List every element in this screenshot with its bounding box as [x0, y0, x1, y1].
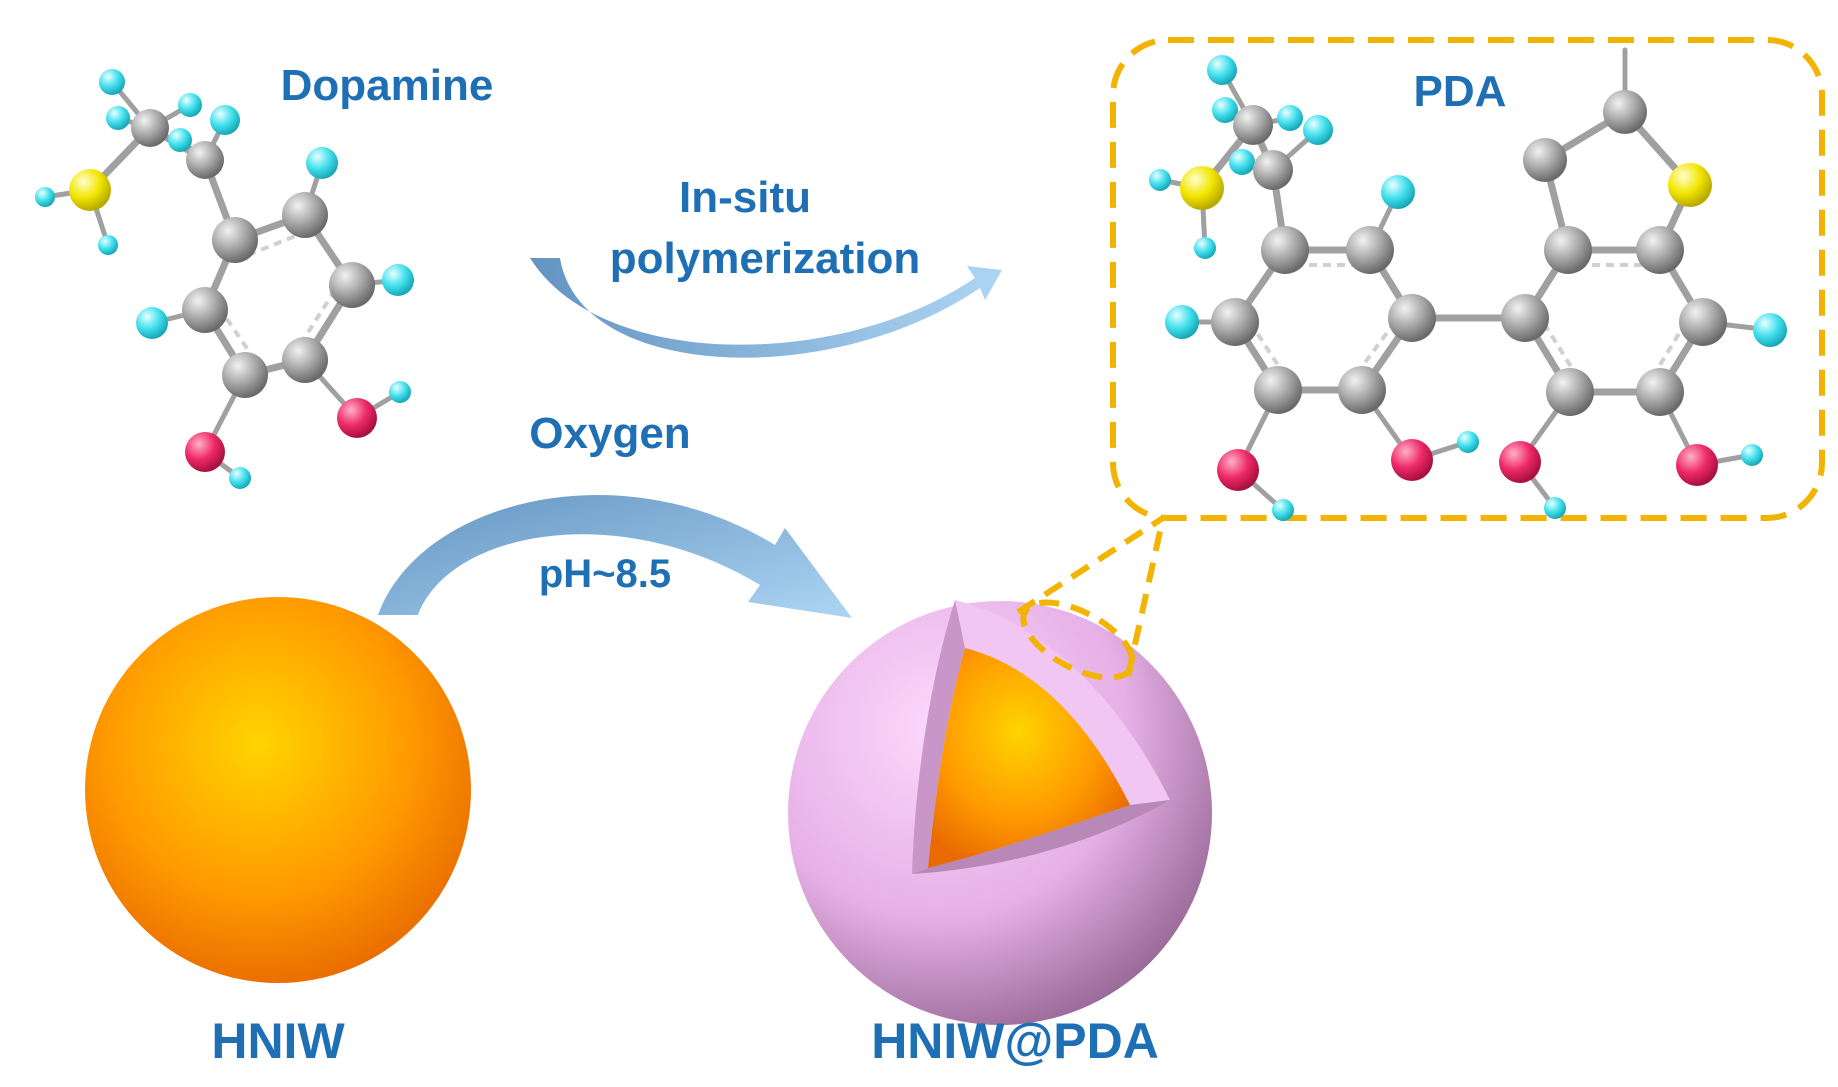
pda-label: PDA: [1414, 67, 1507, 116]
hniw-core-exposed: [928, 648, 1130, 868]
pda-molecule: [1149, 47, 1787, 521]
pda-zoom-box: [1110, 37, 1825, 521]
oxygen-label: Oxygen: [529, 409, 690, 458]
coating-arrow: [378, 495, 852, 618]
zoom-connector-lines: [1016, 515, 1166, 677]
polymerization-arrow: [530, 258, 1002, 358]
dopamine-label: Dopamine: [281, 61, 494, 110]
insitu-label-line1: In-situ: [679, 173, 811, 222]
hniw-pda-label: HNIW@PDA: [871, 1013, 1159, 1069]
hniw-label: HNIW: [211, 1013, 345, 1069]
ph-label: pH~8.5: [539, 552, 671, 596]
insitu-label-line2: polymerization: [610, 234, 921, 283]
dopamine-molecule: [35, 69, 414, 489]
hniw-sphere: [85, 597, 471, 983]
hniw-pda-sphere: [788, 599, 1212, 1025]
